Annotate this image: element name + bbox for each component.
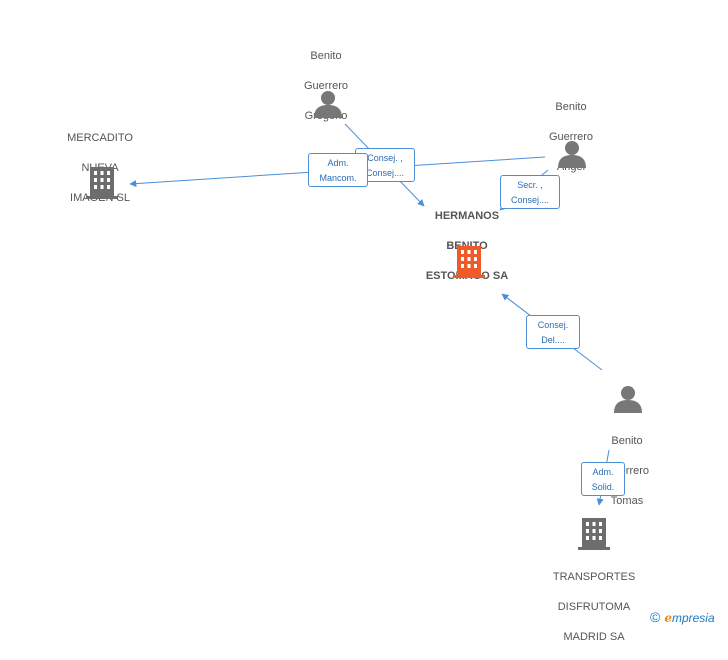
label-line: Benito [611,435,643,447]
person-label-gregorio: Benito Guerrero Gregorio [286,34,366,139]
label-line: Guerrero [548,131,594,143]
brand-logo[interactable]: ©empresia [650,609,715,625]
building-icon[interactable] [86,165,118,200]
copyright-symbol: © [650,609,661,625]
role-line: Consej. [537,320,569,330]
person-icon[interactable] [557,139,587,169]
role-box-adm-mancom[interactable]: Adm. Mancom. [308,153,368,187]
role-line: Del.... [541,335,565,345]
label-line: Tomas [610,495,644,507]
label-line: DISFRUTOMA [557,601,631,613]
brand-text: mpresia [671,611,715,625]
label-line: Benito [555,101,587,113]
role-box-consej-del[interactable]: Consej. Del.... [526,315,580,349]
building-icon[interactable] [453,244,485,279]
role-line: Adm. [592,467,614,477]
label-line: MERCADITO [67,132,133,144]
role-box-secr-consej[interactable]: Secr. , Consej.... [500,175,560,209]
role-line: Consej.... [365,168,405,178]
label-line: TRANSPORTES [552,571,636,583]
role-line: Secr. , [517,180,543,190]
building-icon[interactable] [578,516,610,551]
role-line: Adm. [327,158,349,168]
person-icon[interactable] [313,89,343,119]
label-line: MADRID SA [563,631,625,643]
role-line: Consej.... [510,195,550,205]
role-box-adm-solid[interactable]: Adm. Solid. [581,462,625,496]
role-line: Mancom. [319,173,357,183]
brand-e: e [664,611,672,625]
role-line: Consej. , [367,153,403,163]
role-line: Solid. [591,482,615,492]
label-line: HERMANOS [434,210,500,222]
company-label-transportes: TRANSPORTES DISFRUTOMA MADRID SA [539,555,649,660]
label-line: Benito [310,50,342,62]
person-icon[interactable] [613,384,643,414]
label-line: Guerrero [303,80,349,92]
